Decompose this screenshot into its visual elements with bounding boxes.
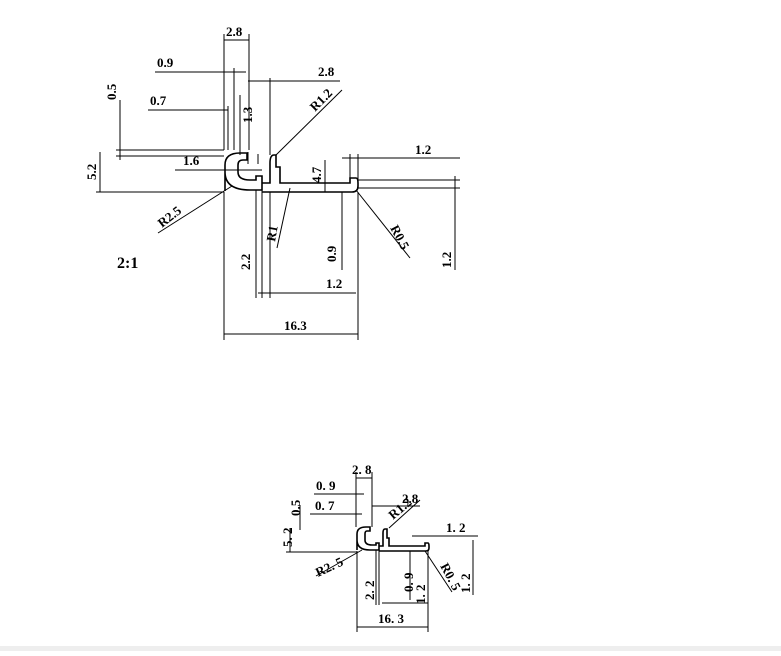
small-dim-label-1-2-top: 1. 2: [446, 520, 466, 535]
small-dim-label-0-5: 0.5: [288, 499, 303, 516]
dim-label-0-7: 0.7: [150, 93, 167, 108]
leader-line: [424, 550, 453, 593]
dim-label-r1-2: R1.2: [307, 85, 336, 114]
leader-line: [355, 189, 411, 259]
small-dim-label-r2-5: R2. 5: [313, 554, 346, 580]
dim-label-2-8-top: 2.8: [226, 24, 243, 39]
bottom-strip: [0, 646, 781, 651]
small-dim-label-2-2: 2. 2: [362, 581, 377, 601]
dim-label-2-2: 2.2: [238, 254, 253, 270]
dim-label-0-5: 0.5: [104, 83, 119, 100]
small-dim-label-2-8: 2. 8: [352, 462, 372, 477]
dim-label-1-3: 1.3: [240, 106, 255, 123]
small-dim-label-16-3: 16. 3: [378, 611, 405, 626]
small-dim-label-0-9-lower: 0. 9: [401, 572, 416, 592]
profile-web: [262, 154, 359, 193]
small-profile-web: [379, 528, 430, 552]
dim-label-r1: R1: [263, 224, 281, 242]
small-dim-label-2-8b: 2.8: [402, 491, 419, 506]
dim-label-2-8-right: 2.8: [318, 64, 335, 79]
small-profile-outline: [356, 526, 380, 551]
dim-label-1-2-bottom: 1.2: [326, 276, 342, 291]
dim-label-0-9-lower: 0.9: [324, 245, 339, 262]
dim-label-1-6: 1.6: [183, 153, 200, 168]
leader-line: [276, 187, 291, 249]
dim-label-r0-5: R0.5: [387, 222, 413, 252]
dim-label-5-2: 5.2: [84, 164, 99, 180]
small-dim-label-5-2: 5. 2: [280, 528, 295, 548]
dim-label-1-2-top: 1.2: [415, 142, 431, 157]
large-profile-drawing: 2.8 0.9 0.7 2.8 0.5 1.3 R1.2 1.2 5.: [84, 24, 460, 340]
profile-outline: [224, 152, 263, 191]
small-dim-label-0-7: 0. 7: [315, 498, 335, 513]
small-profile-drawing: 2. 8 0. 9 0. 7 2.8 0.5 R1.2 1. 2 5. 2 R2…: [280, 462, 478, 632]
dim-label-0-9: 0.9: [157, 55, 174, 70]
leader-line: [388, 499, 421, 529]
small-dim-label-0-9: 0. 9: [316, 478, 336, 493]
dim-label-4-7: 4.7: [309, 166, 324, 183]
small-dim-label-1-2-bottom: 1. 2: [413, 585, 428, 605]
leader-line: [315, 549, 363, 577]
dim-label-1-2-right: 1.2: [439, 252, 454, 268]
leader-line: [275, 89, 343, 156]
small-dim-label-1-2-right: 1. 2: [458, 574, 473, 594]
leader-line: [157, 185, 233, 234]
dim-label-16-3: 16.3: [284, 318, 307, 333]
scale-label: 2:1: [117, 255, 138, 272]
